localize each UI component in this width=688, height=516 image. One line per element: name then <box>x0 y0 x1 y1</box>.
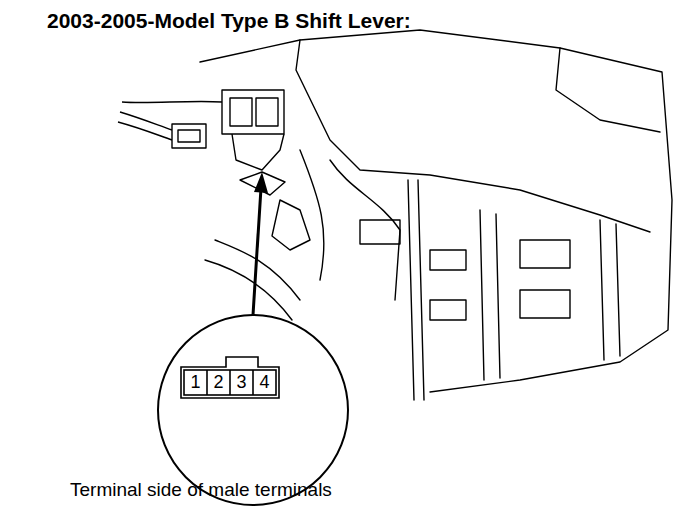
cell-divider <box>206 370 208 395</box>
connector-clip <box>240 172 285 195</box>
harness-connectors <box>118 90 284 170</box>
frame-rail <box>480 210 500 380</box>
connector-housing <box>181 357 279 398</box>
small-connector <box>172 124 206 148</box>
shift-rod <box>408 180 424 400</box>
connector-latch <box>256 98 278 126</box>
slot <box>430 250 466 270</box>
diagram-caption: Terminal side of male terminals <box>70 478 332 502</box>
small-connector-face <box>178 130 200 142</box>
cell-divider <box>229 370 231 395</box>
connector-face <box>181 357 279 398</box>
harness <box>205 260 292 320</box>
connector-body <box>232 134 284 170</box>
leader-arrow <box>253 172 268 315</box>
shift-lever-connector <box>222 90 284 134</box>
bracket <box>272 200 310 250</box>
slot <box>430 300 466 320</box>
terminal-cells <box>184 370 276 395</box>
callout-circle <box>158 315 348 505</box>
cable <box>300 150 324 280</box>
housing-edge <box>296 40 650 232</box>
housing-edge <box>556 48 660 132</box>
connector-latch <box>230 98 252 126</box>
terminal-number: 1 <box>184 370 207 395</box>
cable <box>330 160 400 300</box>
terminal-number: 2 <box>207 370 230 395</box>
frame-rail <box>600 220 620 360</box>
arrowhead <box>254 172 268 193</box>
terminal-number: 4 <box>253 370 276 395</box>
slot <box>520 240 570 268</box>
slot <box>520 290 570 318</box>
diagram-title: 2003-2005-Model Type B Shift Lever: <box>47 8 411 34</box>
cell-divider <box>252 370 254 395</box>
leader-line <box>253 188 261 315</box>
terminal-number: 3 <box>230 370 253 395</box>
slot <box>360 220 400 244</box>
